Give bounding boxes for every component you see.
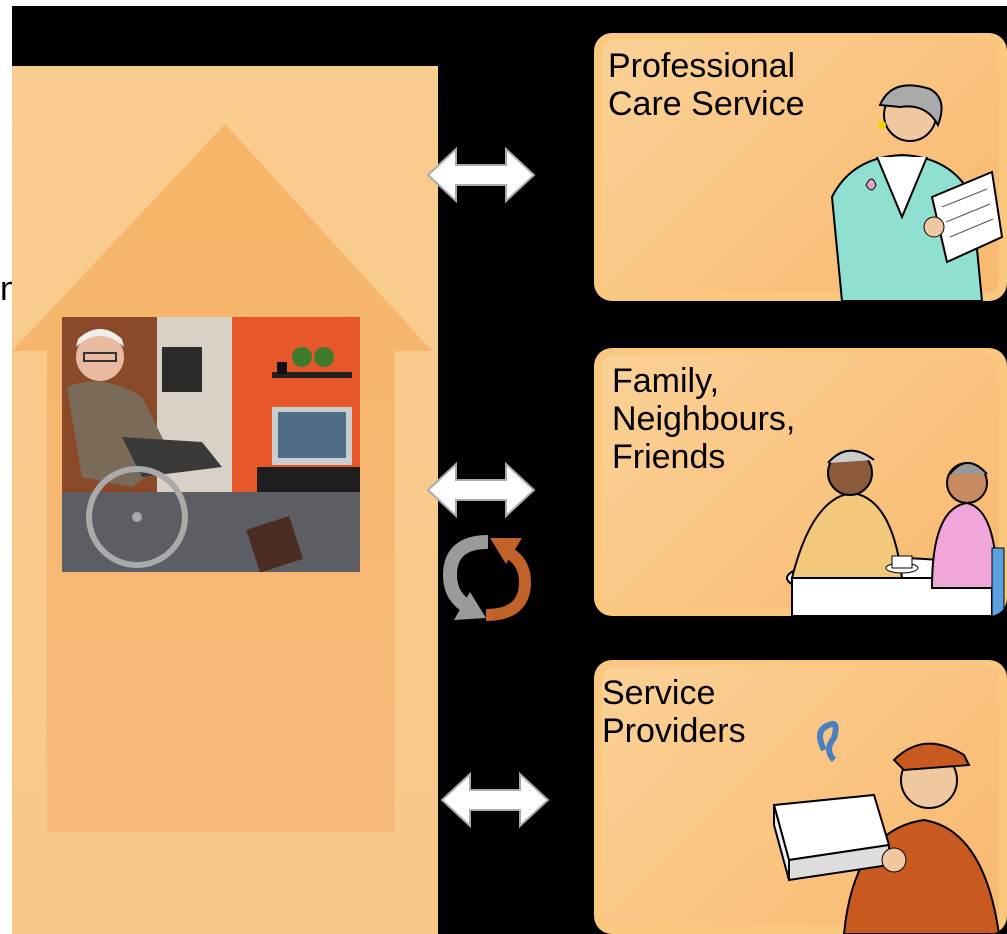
box-professional-care: Professional Care Service xyxy=(594,33,1007,301)
box-label-service: Service Providers xyxy=(602,674,746,750)
double-arrow-icon xyxy=(440,771,550,829)
double-arrow-icon xyxy=(426,146,536,204)
tea-party-clipart-icon xyxy=(786,449,1005,616)
delivery-man-clipart-icon xyxy=(772,720,1001,934)
box-family-friends: Family, Neighbours, Friends xyxy=(594,348,1007,616)
left-margin xyxy=(0,0,12,934)
nurse-clipart-icon xyxy=(830,84,1004,301)
double-arrow-icon xyxy=(426,461,536,519)
box-label-family: Family, Neighbours, Friends xyxy=(612,362,796,476)
cycle-arrows-icon xyxy=(442,535,532,621)
photo-man-in-wheelchair xyxy=(62,317,360,572)
box-label-care: Professional Care Service xyxy=(608,47,805,123)
top-margin xyxy=(0,0,1007,6)
box-service-providers: Service Providers xyxy=(594,660,1007,934)
home-panel xyxy=(12,66,438,934)
